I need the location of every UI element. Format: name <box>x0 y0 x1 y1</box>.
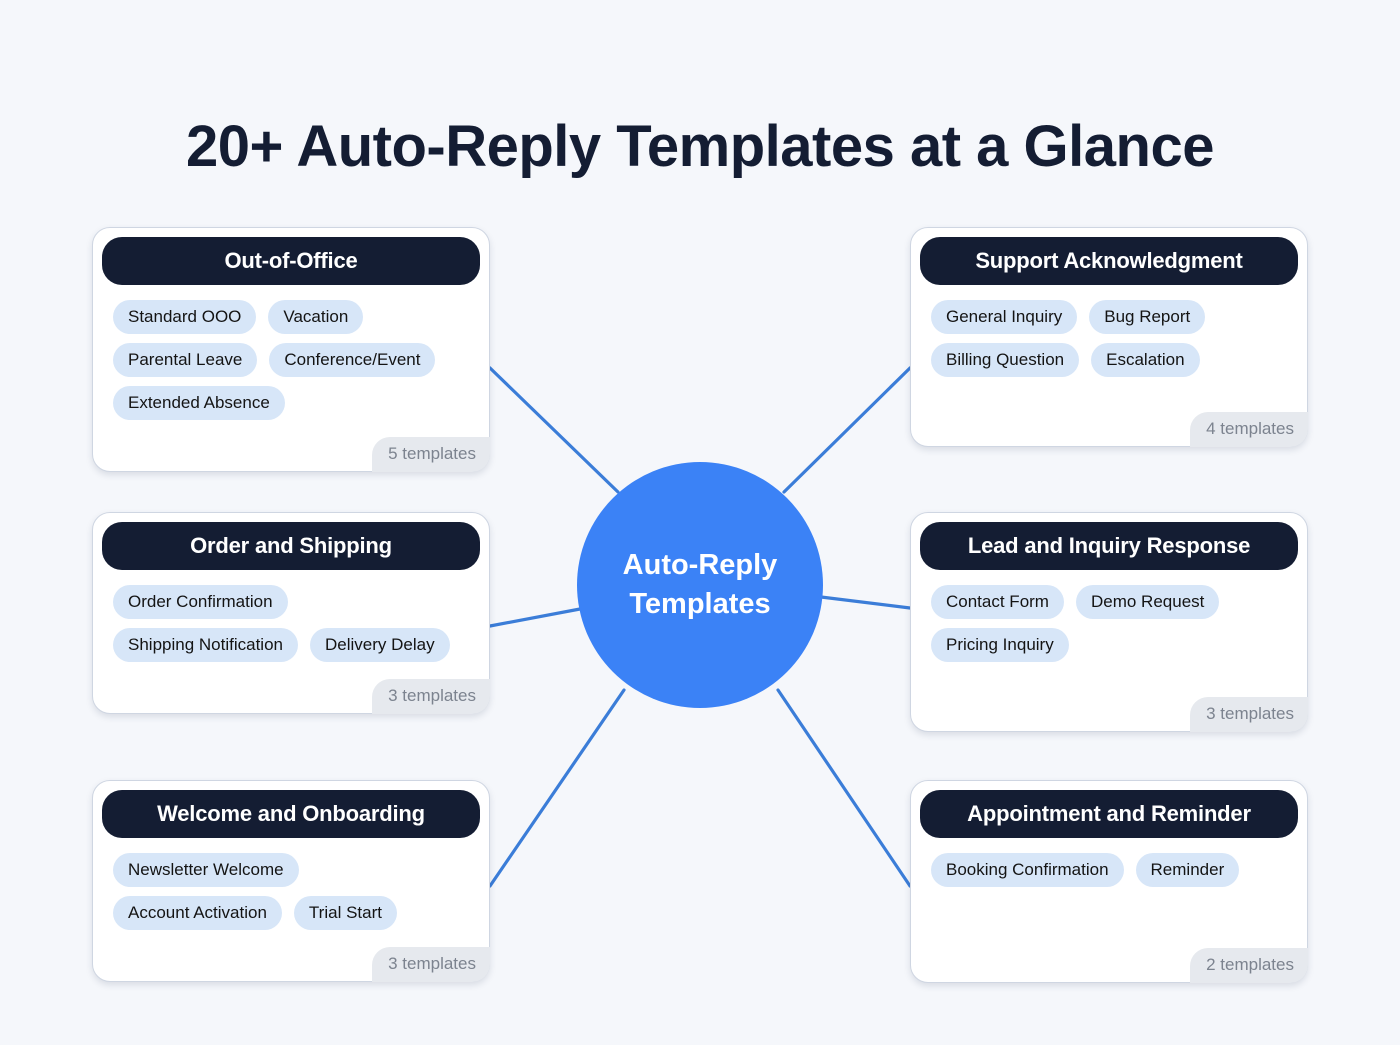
branch-card-out-of-office[interactable]: Out-of-Office Standard OOO Vacation Pare… <box>92 227 490 472</box>
connector-order-and-shipping <box>488 607 582 628</box>
chip-item[interactable]: Parental Leave <box>113 343 258 377</box>
center-node-line-2: Templates <box>629 588 771 620</box>
branch-card-lead-and-inquiry-response[interactable]: Lead and Inquiry Response Contact Form D… <box>910 512 1308 732</box>
chip-list: Booking Confirmation Reminder <box>920 838 1298 973</box>
chip-item[interactable]: Standard OOO <box>113 300 257 334</box>
chip-item[interactable]: Vacation <box>268 300 364 334</box>
chip-item[interactable]: Billing Question <box>931 343 1080 377</box>
connector-welcome-and-onboarding <box>488 688 626 888</box>
branch-card-order-and-shipping[interactable]: Order and Shipping Order Confirmation Sh… <box>92 512 490 714</box>
chip-item[interactable]: Demo Request <box>1075 585 1220 619</box>
branch-card-support-acknowledgment[interactable]: Support Acknowledgment General Inquiry B… <box>910 227 1308 447</box>
branch-card-title: Welcome and Onboarding <box>102 790 480 838</box>
chip-item[interactable]: General Inquiry <box>931 300 1078 334</box>
chip-item[interactable]: Shipping Notification <box>113 628 298 662</box>
template-count-badge: 4 templates <box>1190 412 1308 447</box>
template-count-badge: 5 templates <box>372 437 490 472</box>
chip-list: Contact Form Demo Request Pricing Inquir… <box>920 570 1298 722</box>
chip-item[interactable]: Escalation <box>1091 343 1200 377</box>
chip-item[interactable]: Reminder <box>1135 853 1240 887</box>
center-node-line-1: Auto-Reply <box>622 548 778 581</box>
chip-item[interactable]: Order Confirmation <box>113 585 288 619</box>
connector-support-acknowledgment <box>782 366 912 494</box>
chip-item[interactable]: Delivery Delay <box>309 628 450 662</box>
branch-card-title: Support Acknowledgment <box>920 237 1298 285</box>
chip-item[interactable]: Bug Report <box>1089 300 1206 334</box>
chip-item[interactable]: Newsletter Welcome <box>113 853 299 887</box>
chip-item[interactable]: Account Activation <box>113 896 282 930</box>
chip-item[interactable]: Extended Absence <box>113 386 285 420</box>
connector-lead-and-inquiry-response <box>819 595 912 610</box>
chip-item[interactable]: Pricing Inquiry <box>931 628 1069 662</box>
connector-appointment-and-reminder <box>776 688 912 888</box>
chip-item[interactable]: Contact Form <box>931 585 1064 619</box>
branch-card-title: Appointment and Reminder <box>920 790 1298 838</box>
branch-card-welcome-and-onboarding[interactable]: Welcome and Onboarding Newsletter Welcom… <box>92 780 490 982</box>
chip-list: Newsletter Welcome Account Activation Tr… <box>102 838 480 972</box>
chip-list: Standard OOO Vacation Parental Leave Con… <box>102 285 480 462</box>
template-count-badge: 3 templates <box>1190 697 1308 732</box>
branch-card-title: Lead and Inquiry Response <box>920 522 1298 570</box>
template-count-badge: 3 templates <box>372 679 490 714</box>
chip-item[interactable]: Conference/Event <box>269 343 436 377</box>
connector-out-of-office <box>488 366 620 494</box>
chip-item[interactable]: Booking Confirmation <box>931 853 1124 887</box>
chip-item[interactable]: Trial Start <box>293 896 397 930</box>
page-title: 20+ Auto-Reply Templates at a Glance <box>186 113 1214 179</box>
template-count-badge: 2 templates <box>1190 948 1308 983</box>
chip-list: Order Confirmation Shipping Notification… <box>102 570 480 704</box>
template-count-badge: 3 templates <box>372 947 490 982</box>
branch-card-title: Out-of-Office <box>102 237 480 285</box>
center-node[interactable]: Auto-Reply Templates <box>577 462 823 708</box>
branch-card-appointment-and-reminder[interactable]: Appointment and Reminder Booking Confirm… <box>910 780 1308 983</box>
branch-card-title: Order and Shipping <box>102 522 480 570</box>
chip-list: General Inquiry Bug Report Billing Quest… <box>920 285 1298 437</box>
